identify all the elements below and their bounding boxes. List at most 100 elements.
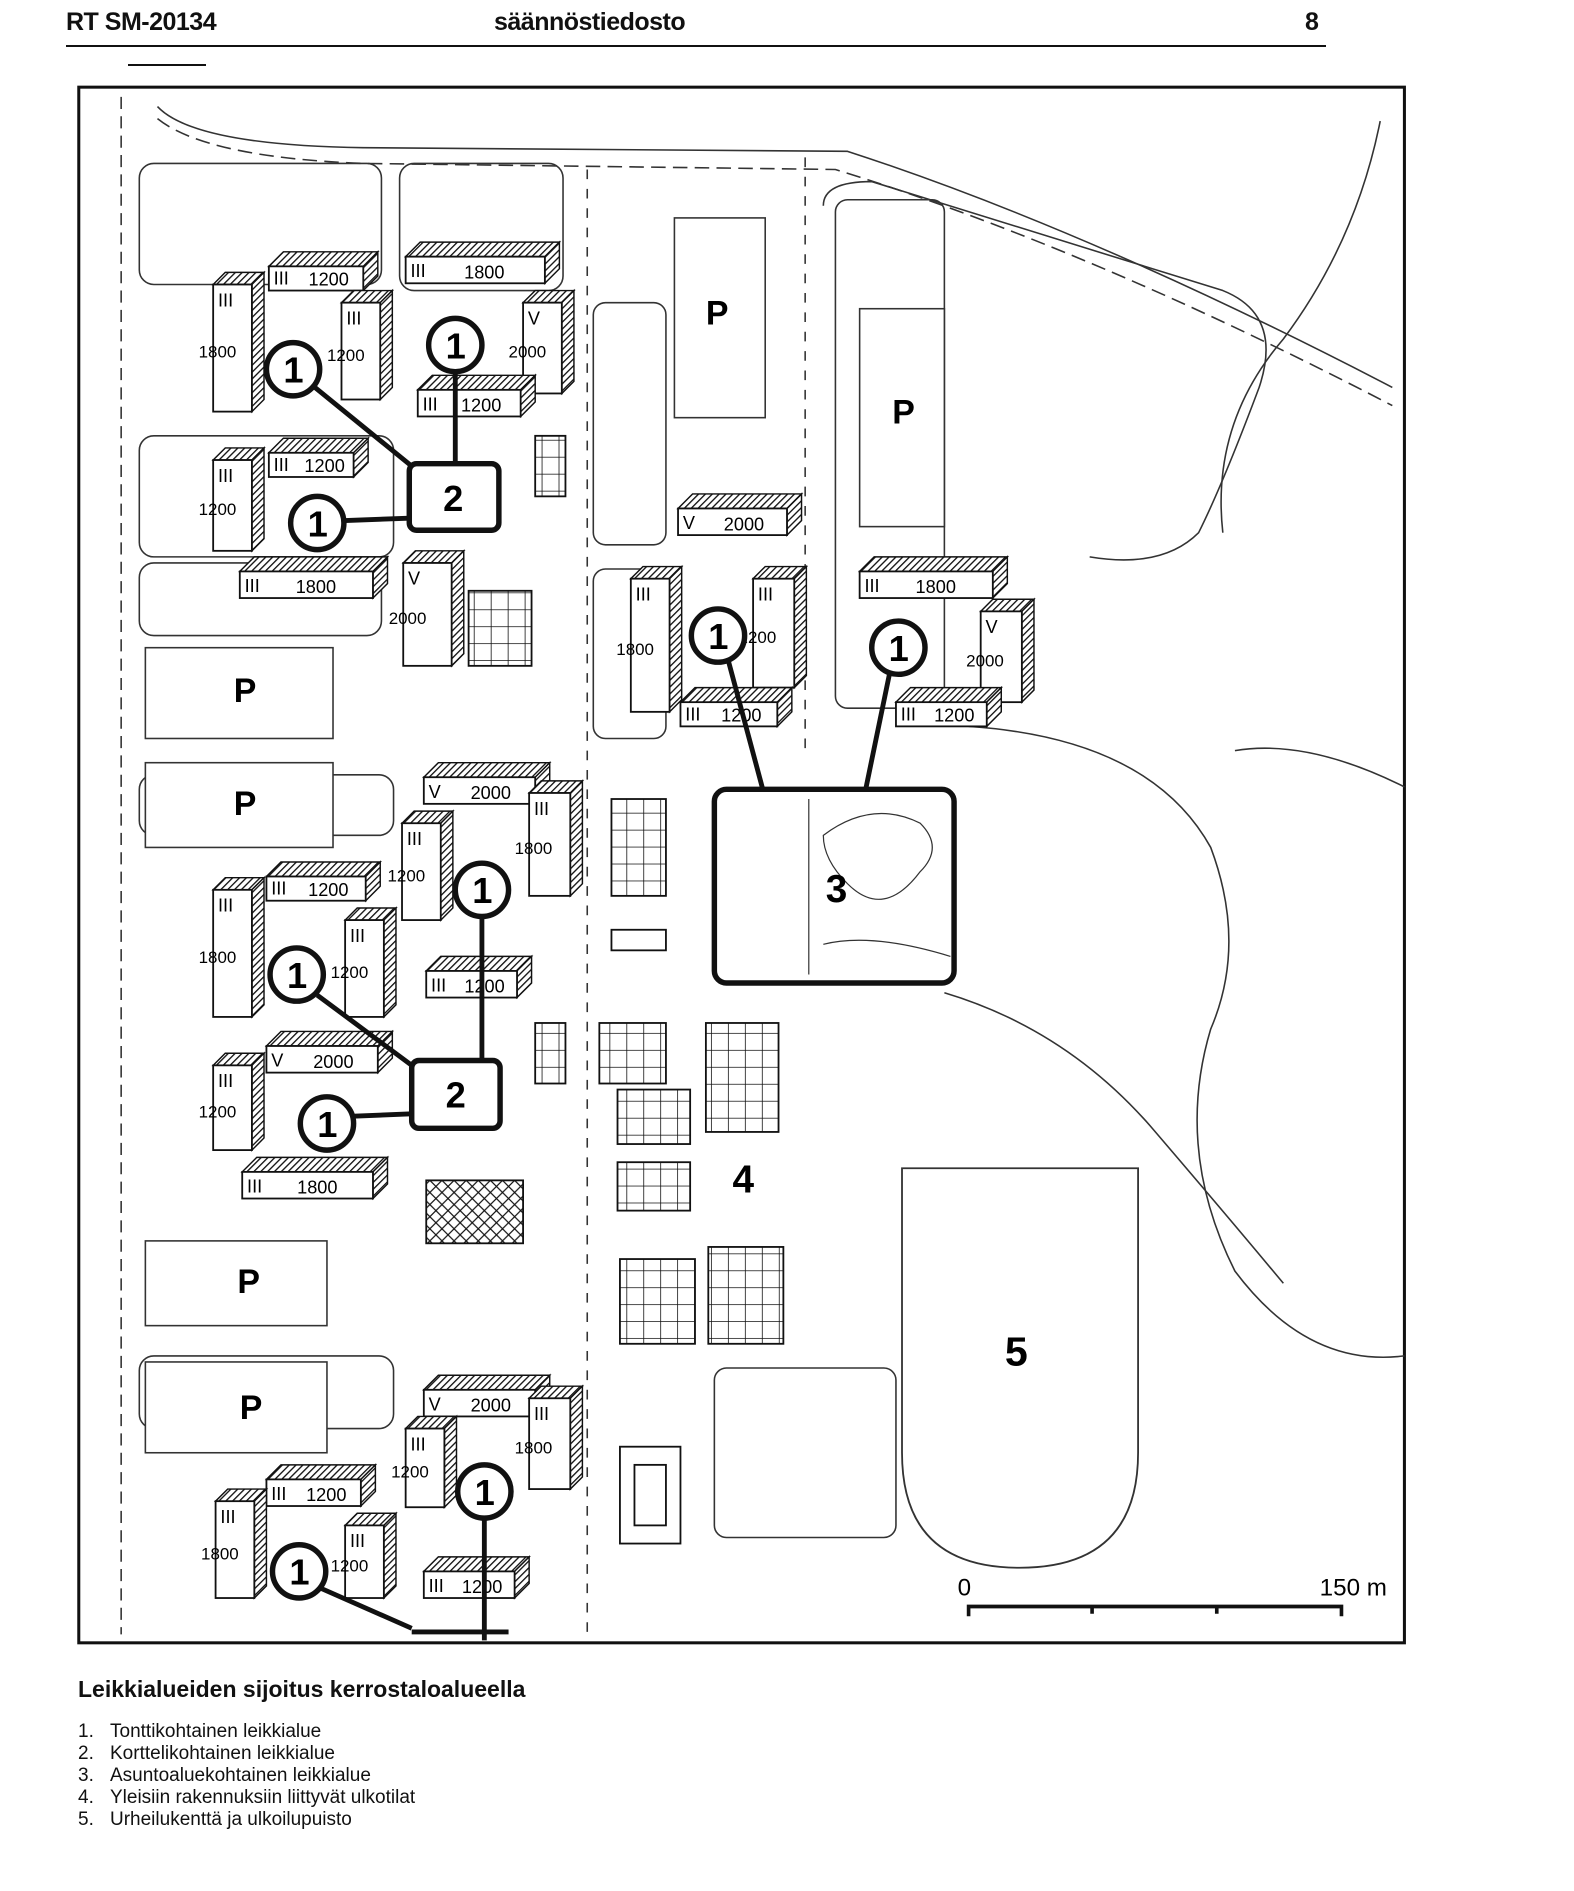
building-floors: III [429,1576,444,1596]
building-floors: III [218,896,233,916]
building-floors: III [218,290,233,310]
building-area: 1200 [199,1102,237,1121]
building-area: 1200 [387,866,425,885]
marker-label: 1 [283,350,303,391]
legend-num: 4. [78,1787,94,1808]
building-area: 1800 [201,1544,239,1563]
marker-label: 1 [446,325,466,366]
document-id: RT SM-20134 [66,8,217,36]
building-area: 1200 [199,500,237,519]
marker-label: 1 [472,870,492,911]
building-area: 1800 [616,640,654,659]
short-rule [128,64,206,66]
legend-list: 1.Tonttikohtainen leikkialue 2.Korttelik… [78,1721,525,1831]
building-floors: III [410,261,425,281]
plot-playground-marker: 1 [263,339,323,399]
area-label-5: 5 [1005,1329,1028,1375]
building-floors: V [408,569,421,589]
plot-playground-marker: 1 [269,1542,329,1601]
building-area: 1200 [461,396,501,416]
plot-playground-marker: 1 [297,1094,357,1153]
parking-label: P [892,394,915,432]
caption-title: Leikkialueiden sijoitus kerrostaloalueel… [78,1676,526,1702]
building-floors: III [245,576,260,596]
building: V 2000 [389,549,466,668]
legend-num: 5. [78,1809,94,1830]
plot-playground-marker: 1 [869,618,928,678]
legend-item: 4. Yleisiin rakennuksiin liittyvät ulkoti… [78,1787,525,1809]
parking-label: P [706,294,729,332]
building-floors: III [423,394,438,414]
building-floors: III [220,1507,235,1527]
parking-label: P [234,672,257,710]
scale-end: 150 m [1320,1575,1387,1602]
legend-text: Tonttikohtainen leikkialue [110,1721,322,1742]
building: III 1200 [387,809,455,922]
building-area: 1200 [331,1556,369,1575]
building-area: 1200 [308,880,348,900]
building: III 1800 [616,564,684,714]
building-area: 2000 [966,651,1004,670]
block-playground [406,460,502,533]
building-floors: III [346,308,361,328]
marker-label: 1 [889,628,909,669]
series-title: säännöstiedosto [494,8,686,36]
building-floors: III [636,584,651,604]
building-floors: III [350,926,365,946]
building-area: 1800 [199,343,237,362]
building-floors: III [247,1176,262,1196]
parking-label: P [234,785,257,823]
building: III 1200 [416,373,537,419]
building-area: 1200 [304,456,344,476]
area-label-3: 3 [826,868,848,911]
building-floors: III [534,1404,549,1424]
building-area: 1800 [916,577,956,597]
building-floors: III [407,829,422,849]
plot-playground-marker: 1 [425,315,485,375]
building-floors: III [274,455,289,475]
map-frame [77,85,1406,1645]
building-area: 1800 [199,948,237,967]
building-floors: III [864,576,879,596]
building-area: 1200 [309,270,349,290]
building-area: 2000 [389,609,427,628]
building-floors: III [274,268,289,288]
building-floors: III [685,704,700,724]
legend-text: Asuntoaluekohtainen leikkialue [110,1765,371,1786]
building-floors: V [683,513,696,533]
area-label-4: 4 [733,1158,755,1201]
building-floors: V [271,1051,284,1071]
legend-text: Yleisiin rakennuksiin liittyvät ulkotila… [110,1787,416,1808]
scale-bar: 0 150 m [958,1575,1387,1617]
plot-playground-marker: 1 [452,860,512,920]
sports-field: 5 [901,1167,1139,1569]
building-floors: III [410,1434,425,1454]
page-number: 8 [1305,8,1319,36]
parking-areas [144,217,946,1454]
building-area: 1800 [515,839,553,858]
building-area: 2000 [313,1052,353,1072]
legend-item: 2.Korttelikohtainen leikkialue [78,1743,525,1765]
building-floors: V [986,617,999,637]
legend-num: 2. [78,1743,94,1764]
building: III 1800 [201,1487,269,1600]
building-area: 1800 [297,1178,337,1198]
building-area: 1200 [464,977,504,997]
building-area: 1800 [464,262,504,282]
building: III 1200 [267,436,370,479]
building-floors: III [901,704,916,724]
legend-item: 1.Tonttikohtainen leikkialue [78,1721,525,1743]
building-area: 2000 [724,514,764,534]
